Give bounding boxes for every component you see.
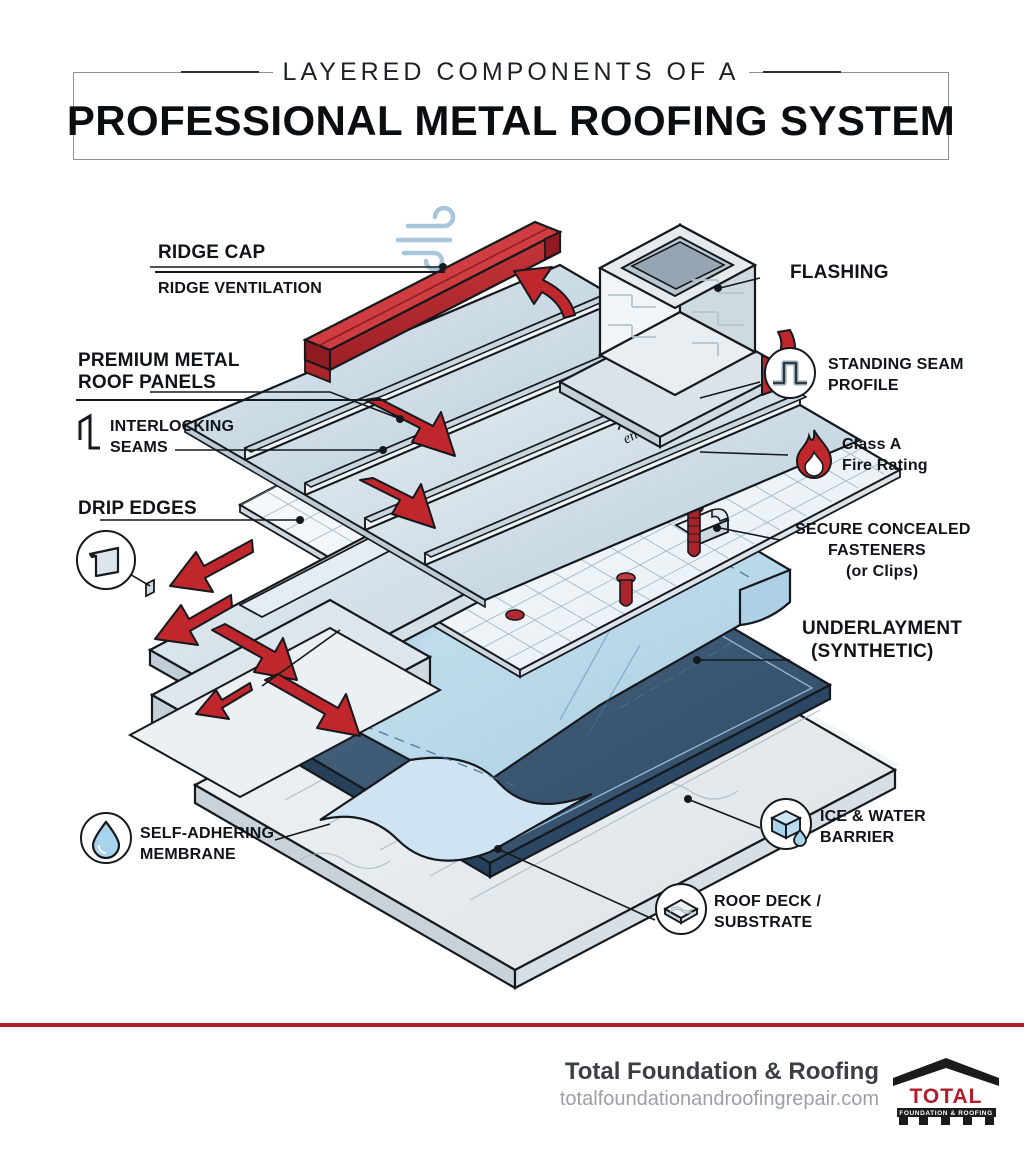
label-interlocking-line2: SEAMS	[110, 439, 168, 456]
label-standing-seam-line1: STANDING SEAM	[828, 356, 964, 373]
label-premium-panels-line1: PREMIUM METAL	[78, 350, 240, 371]
label-ridge-cap: RIDGE CAP	[158, 242, 266, 263]
wind-icon	[395, 205, 456, 272]
standing-seam-rib	[423, 391, 808, 567]
flow-arrow-drip	[169, 539, 254, 593]
chimney-flashing	[557, 223, 793, 449]
label-roof-deck-line1: ROOF DECK /	[714, 893, 822, 910]
ridge-cap	[302, 220, 563, 384]
title-box	[73, 72, 949, 160]
company-logo[interactable]: TOTAL FOUNDATION & ROOFING	[889, 1056, 1004, 1126]
label-fire-rating-line2: Fire Rating	[842, 457, 928, 474]
fastener-head	[505, 609, 525, 621]
title-kicker-wrap: LAYERED COMPONENTS OF A	[73, 57, 949, 87]
label-fasteners-line2: FASTENERS	[828, 542, 926, 559]
drip-edge-profile-icon	[76, 530, 136, 590]
flow-arrow-gutter	[264, 673, 361, 737]
brand-text: Total Foundation & Roofing totalfoundati…	[560, 1058, 879, 1111]
label-roof-deck-line2: SUBSTRATE	[714, 914, 813, 931]
standing-seam-profile-icon	[764, 347, 816, 399]
roof-system-illustration: energy	[100, 205, 903, 990]
label-self-adhering-line2: MEMBRANE	[140, 846, 236, 863]
kicker-rule-right	[763, 71, 842, 73]
label-ridge-ventilation: RIDGE VENTILATION	[158, 280, 322, 297]
label-fire-rating-line1: Class A	[842, 436, 902, 453]
footer-divider	[0, 1023, 1024, 1027]
flow-arrow-gutter	[211, 623, 298, 681]
ice-cube-icon	[760, 798, 812, 850]
rule-premium-panels	[76, 399, 386, 401]
label-underlayment-line2: (SYNTHETIC)	[811, 641, 934, 662]
label-fasteners-line1: SECURE CONCEALED	[795, 521, 971, 538]
company-website[interactable]: totalfoundationandroofingrepair.com	[559, 1088, 879, 1110]
wood-plank-icon	[655, 883, 707, 935]
rule-ridge-cap	[155, 271, 445, 273]
label-underlayment-line1: UNDERLAYMENT	[802, 618, 963, 639]
flow-arrow-drip	[154, 594, 233, 646]
label-ice-water-line1: ICE & WATER	[820, 808, 926, 825]
label-self-adhering-line1: SELF-ADHERING	[140, 825, 275, 842]
title-kicker: LAYERED COMPONENTS OF A	[272, 57, 750, 87]
label-premium-panels-line2: ROOF PANELS	[78, 372, 217, 393]
label-interlocking-line1: INTERLOCKING	[110, 418, 235, 435]
flow-arrow-gutter	[195, 682, 253, 720]
label-drip-edges: DRIP EDGES	[78, 498, 197, 519]
label-flashing: FLASHING	[790, 262, 889, 283]
page-title: PROFESSIONAL METAL ROOFING SYSTEM	[66, 97, 956, 144]
svg-text:FOUNDATION & ROOFING: FOUNDATION & ROOFING	[899, 1110, 993, 1117]
leader-lines	[100, 263, 790, 921]
company-name: Total Foundation & Roofing	[564, 1058, 879, 1085]
label-ice-water-line2: BARRIER	[820, 829, 895, 846]
kicker-rule-left	[180, 71, 259, 73]
label-fasteners-line3: (or Clips)	[846, 563, 919, 580]
water-drop-icon	[80, 812, 132, 864]
svg-text:TOTAL: TOTAL	[909, 1085, 982, 1108]
flame-icon	[795, 429, 833, 479]
screw-fastener	[616, 572, 636, 607]
footer: Total Foundation & Roofing totalfoundati…	[0, 1050, 1024, 1140]
label-standing-seam-line2: PROFILE	[828, 377, 899, 394]
flow-arrow-panel	[364, 397, 456, 457]
interlocking-seam-icon	[78, 413, 100, 450]
flow-arrow-panel	[359, 477, 436, 529]
flow-arrow-ridge	[513, 266, 576, 319]
